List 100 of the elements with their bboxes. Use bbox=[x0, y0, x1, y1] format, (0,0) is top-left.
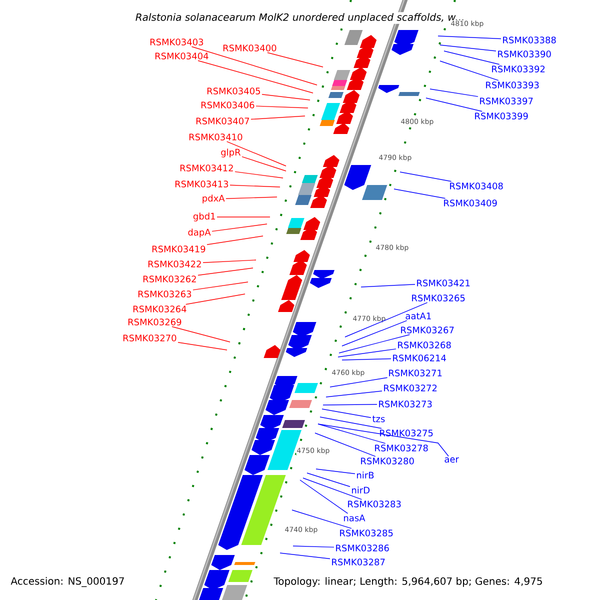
leader-line bbox=[430, 88, 478, 97]
gene-label: RSMK03421 bbox=[417, 280, 470, 286]
leader-line bbox=[300, 480, 348, 514]
leader-line bbox=[360, 284, 416, 288]
leader-line bbox=[342, 320, 408, 346]
gene-label: RSMK03287 bbox=[332, 558, 385, 566]
gene-label: RSMK03403 bbox=[150, 38, 204, 46]
leader-line bbox=[226, 196, 278, 199]
gene-label: pdxA bbox=[202, 194, 225, 204]
gene-label: nirD bbox=[352, 486, 370, 494]
leader-line bbox=[440, 60, 499, 81]
leader-line bbox=[242, 156, 286, 172]
leader-line bbox=[280, 552, 330, 560]
gene-label: RSMK03405 bbox=[207, 88, 260, 94]
leader-line bbox=[338, 334, 410, 354]
leader-line bbox=[212, 224, 268, 232]
gene-label: RSMK03412 bbox=[180, 164, 233, 172]
leader-line bbox=[438, 36, 502, 40]
gene-label: RSMK03406 bbox=[201, 102, 254, 108]
leader-line bbox=[178, 342, 228, 350]
leader-line bbox=[326, 390, 382, 398]
accession-text: Accession: NS_000197 bbox=[10, 577, 124, 587]
gene-label: RSMK03399 bbox=[475, 112, 528, 120]
gene-label: RSMK03413 bbox=[175, 180, 228, 188]
leader-line bbox=[394, 188, 446, 199]
leader-line bbox=[226, 141, 286, 166]
leader-line bbox=[344, 302, 428, 338]
leader-line bbox=[216, 216, 270, 218]
gene-label: tzs bbox=[372, 416, 385, 422]
leader-line bbox=[318, 424, 449, 457]
gene-label: RSMK06214 bbox=[393, 354, 446, 362]
leader-line bbox=[202, 260, 256, 263]
leader-line bbox=[342, 358, 392, 360]
gene-label: RSMK03393 bbox=[486, 82, 539, 88]
leader-line bbox=[198, 60, 314, 94]
gene-label: dapA bbox=[188, 228, 211, 238]
gene-label: RSMK03269 bbox=[128, 318, 182, 326]
leader-line bbox=[322, 404, 378, 406]
gene-label: RSMK03278 bbox=[375, 444, 428, 452]
leader-line bbox=[206, 236, 264, 245]
leader-line bbox=[426, 98, 482, 112]
leader-line bbox=[330, 377, 388, 388]
gene-label: RSMK03388 bbox=[503, 36, 556, 44]
gene-label: RSMK03267 bbox=[401, 326, 454, 334]
gene-label: aatA1 bbox=[406, 312, 431, 320]
gene-label: RSMK03262 bbox=[143, 276, 196, 282]
leader-line bbox=[262, 94, 310, 100]
gene-label: RSMK03400 bbox=[223, 44, 276, 52]
leader-line bbox=[316, 468, 356, 474]
gene-label: RSMK03270 bbox=[123, 334, 176, 342]
gene-label: RSMK03419 bbox=[152, 246, 206, 252]
leader-line bbox=[267, 52, 324, 68]
leader-line bbox=[320, 416, 382, 429]
gene-label: glpR bbox=[221, 148, 241, 158]
leader-line bbox=[318, 424, 386, 444]
leader-line bbox=[256, 106, 308, 108]
gene-label: RSMK03283 bbox=[348, 500, 401, 508]
leader-line bbox=[400, 172, 452, 182]
gene-label: RSMK03273 bbox=[379, 400, 432, 408]
gene-label: RSMK03286 bbox=[336, 544, 389, 552]
gene-label: nirB bbox=[357, 472, 374, 478]
gene-label: RSMK03397 bbox=[480, 98, 533, 104]
gene-label: RSMK03264 bbox=[133, 306, 186, 312]
gene-label: RSMK03407 bbox=[196, 118, 250, 124]
gene-label: RSMK03263 bbox=[138, 290, 192, 298]
leader-line bbox=[292, 510, 352, 529]
gene-label: RSMK03404 bbox=[155, 52, 208, 60]
gene-label: nasA bbox=[344, 514, 366, 522]
leader-line bbox=[440, 44, 496, 52]
leader-line bbox=[234, 171, 284, 178]
leader-line bbox=[192, 282, 248, 290]
leader-line bbox=[314, 432, 376, 457]
leader-line bbox=[198, 268, 254, 276]
leader-line bbox=[172, 326, 230, 342]
leader-line bbox=[322, 408, 372, 418]
leader-line bbox=[302, 478, 362, 500]
leader-line bbox=[292, 546, 334, 548]
gene-label: RSMK03280 bbox=[361, 458, 414, 464]
leader-line bbox=[186, 294, 246, 305]
leader-line bbox=[191, 46, 318, 86]
gene-label: RSMK03265 bbox=[412, 294, 465, 302]
gene-label: RSMK03408 bbox=[450, 182, 503, 190]
gene-label: RSMK03409 bbox=[444, 200, 497, 206]
summary-text: Topology: linear; Length: 5,964,607 bp; Genes: 4,975 bbox=[274, 577, 542, 587]
gene-label: gbd1 bbox=[193, 212, 215, 222]
gene-label: RSMK03271 bbox=[389, 370, 442, 376]
gene-label: RSMK03422 bbox=[148, 260, 201, 268]
gene-label: RSMK03275 bbox=[380, 430, 433, 436]
gene-label: RSMK03272 bbox=[384, 384, 437, 392]
gene-label: RSMK03390 bbox=[498, 50, 551, 58]
gene-label: RSMK03268 bbox=[398, 342, 451, 348]
leader-line bbox=[250, 116, 306, 120]
leader-line bbox=[444, 50, 500, 65]
leader-line bbox=[230, 184, 280, 188]
gene-label: aer bbox=[444, 457, 459, 463]
gene-label: RSMK03410 bbox=[189, 134, 242, 140]
leader-line bbox=[338, 348, 396, 358]
gene-label: RSMK03392 bbox=[492, 66, 545, 72]
gene-label: RSMK03285 bbox=[340, 530, 393, 536]
leader-line bbox=[306, 472, 350, 487]
